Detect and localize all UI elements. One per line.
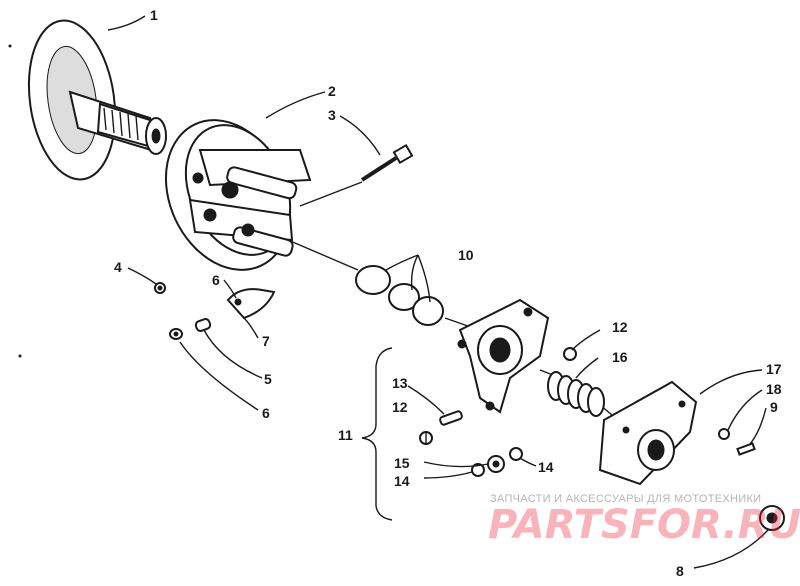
part-4-nut [154,282,166,294]
part-10-washers [355,265,444,326]
watermark: ЗАПЧАСТИ И АКСЕССУАРЫ ДЛЯ МОТОТЕХНИКИ PA… [488,493,800,548]
callout-17: 17 [766,361,782,377]
callout-1: 1 [150,7,158,23]
part-6-washer [169,328,183,340]
part-5-bushing [194,318,212,332]
part-2-spider-housing [164,119,312,271]
stray-mark-top-left [8,44,12,48]
callout-12-top: 12 [612,319,628,335]
callout-2: 2 [328,83,336,99]
callout-5: 5 [264,371,272,387]
watermark-logo: PARTSFOR.RU [488,502,800,548]
callout-6-top: 6 [212,272,220,288]
part-12-button-bottom [419,431,433,445]
callout-3: 3 [328,107,336,123]
part-13-pin [439,410,463,426]
callout-4: 4 [114,259,122,275]
watermark-caption: ЗАПЧАСТИ И АКСЕССУАРЫ ДЛЯ МОТОТЕХНИКИ [490,493,761,505]
part-18-washer [718,428,730,440]
leader-lines [107,15,769,569]
part-16-spring [547,371,605,417]
callout-labels: 1 2 3 4 6 7 5 6 10 11 12 16 13 12 17 18 … [114,7,782,579]
callout-18: 18 [766,381,782,397]
part-12-button-top [563,347,577,361]
callout-13: 13 [392,375,408,391]
stray-mark-left [18,354,22,358]
callout-8: 8 [676,563,684,579]
part-14-washer-left [471,463,485,477]
part-3-bolt [360,143,414,183]
part-14-washer-right [509,447,523,461]
callout-11: 11 [338,427,353,443]
part-7-weight [226,288,276,320]
part-11-cam-arm [457,298,550,414]
callout-12-bottom: 12 [392,399,408,415]
part-8-nut [759,505,785,531]
part-1-sheave [27,19,167,181]
callout-7: 7 [262,333,270,349]
callout-16: 16 [612,349,628,365]
callout-6-bottom: 6 [262,405,270,421]
part-15-roller [487,455,505,473]
callout-14-left: 14 [394,473,410,489]
callout-15: 15 [394,455,410,471]
part-9-screw [736,442,756,456]
group-bracket-11 [361,347,393,521]
callout-14-right: 14 [538,459,554,475]
callout-9: 9 [770,399,778,415]
part-17-cover [598,380,698,486]
callout-10: 10 [458,247,474,263]
